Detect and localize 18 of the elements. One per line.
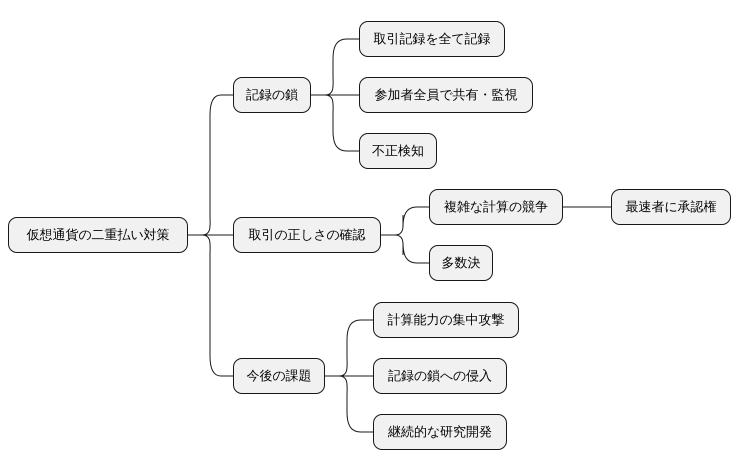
topic-box: 複雑な計算の競争 [429,189,563,225]
topic-box: 今後の課題 [233,358,325,394]
topic-box: 取引の正しさの確認 [233,217,381,253]
topic-box: 参加者全員で共有・監視 [359,77,533,113]
connector-line [562,206,612,208]
topic-box: 計算能力の集中攻撃 [373,302,519,338]
topic-box: 不正検知 [359,133,437,169]
topic-box: 継続的な研究開発 [373,414,507,450]
connector-line [188,234,234,376]
connector-line [310,94,360,152]
topic-box: 多数決 [429,245,493,281]
topic-box: 仮想通貨の二重払い対策 [8,217,188,253]
connector-line [324,376,374,432]
topic-box: 記録の鎖への侵入 [373,358,507,394]
topic-box: 最速者に承認権 [611,189,731,225]
topic-box: 記録の鎖 [233,77,311,113]
connector-line [380,234,430,264]
topic-box: 取引記録を全て記録 [359,21,505,57]
